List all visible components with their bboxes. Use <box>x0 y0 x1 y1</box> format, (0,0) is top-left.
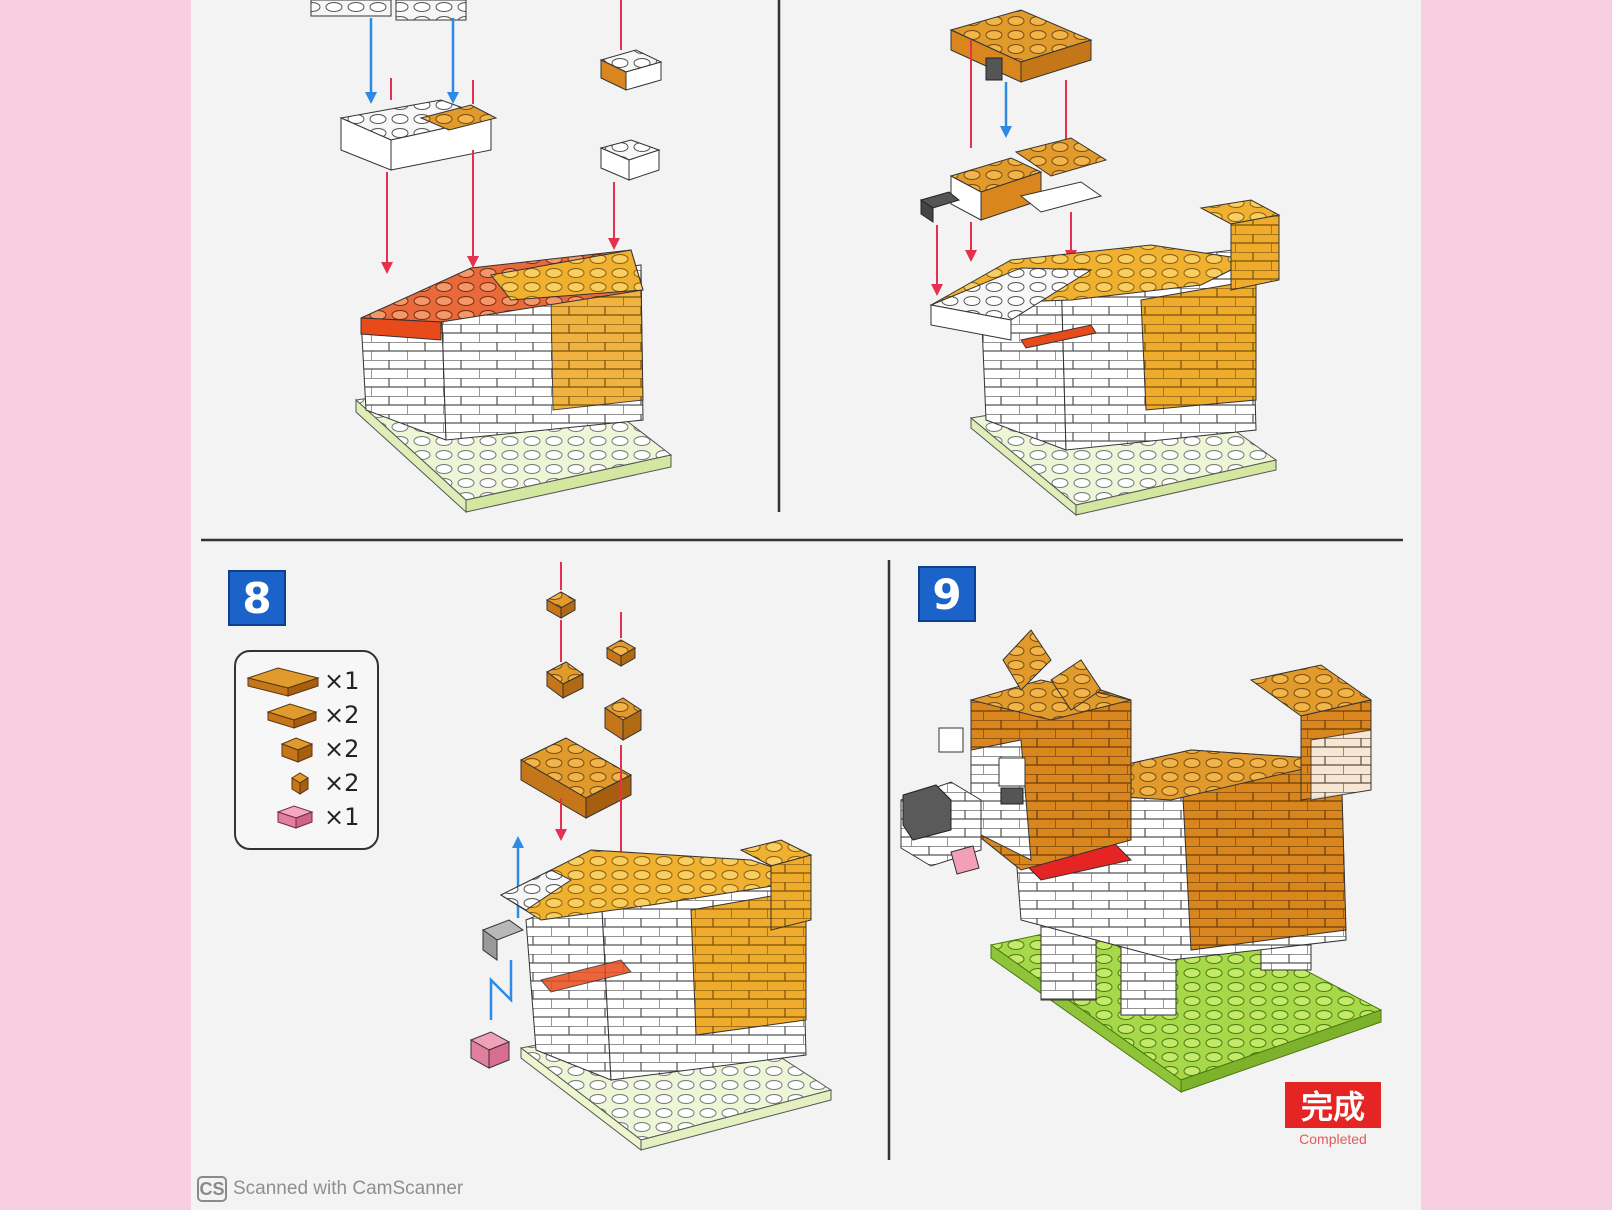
instruction-sheet: 8 9 ×1 ×2 ×2 <box>191 0 1421 1210</box>
step-8-number: 8 <box>242 573 272 623</box>
step-9-badge: 9 <box>918 566 976 622</box>
completed-label-en: Completed <box>1299 1131 1367 1147</box>
pink-2x2-brick-icon <box>276 805 314 829</box>
parts-list-item: ×1 <box>236 664 381 698</box>
orange-2x2-brick-icon <box>280 737 314 763</box>
orange-2x3-brick-icon <box>266 703 318 729</box>
step-6-illustration <box>310 0 673 514</box>
instruction-illustrations <box>201 0 1403 1160</box>
parts-list-item: ×2 <box>236 698 381 732</box>
orange-2x4-brick-icon <box>246 667 320 697</box>
step-8-badge: 8 <box>228 570 286 626</box>
part-quantity: ×2 <box>324 701 360 729</box>
orange-1x1-brick-icon <box>291 772 309 795</box>
scanner-watermark: CS Scanned with CamScanner <box>197 1172 463 1206</box>
camscanner-logo-icon: CS <box>197 1176 227 1202</box>
parts-list-item: ×2 <box>236 732 381 766</box>
part-quantity: ×1 <box>324 803 360 831</box>
completed-stamp: 完成 <box>1285 1082 1381 1128</box>
parts-list-item: ×1 <box>236 800 381 834</box>
parts-list: ×1 ×2 ×2 ×2 <box>234 650 379 850</box>
part-quantity: ×2 <box>324 769 360 797</box>
step-7-illustration <box>919 9 1281 517</box>
completed-label-jp: 完成 <box>1300 1088 1365 1126</box>
step-9-completed-dog <box>900 629 1383 1093</box>
scanner-text: Scanned with CamScanner <box>233 1178 464 1199</box>
parts-list-item: ×2 <box>236 766 381 800</box>
part-quantity: ×2 <box>324 735 360 763</box>
step-9-number: 9 <box>932 569 962 619</box>
part-quantity: ×1 <box>324 667 360 695</box>
step-8-illustration <box>469 562 833 1152</box>
